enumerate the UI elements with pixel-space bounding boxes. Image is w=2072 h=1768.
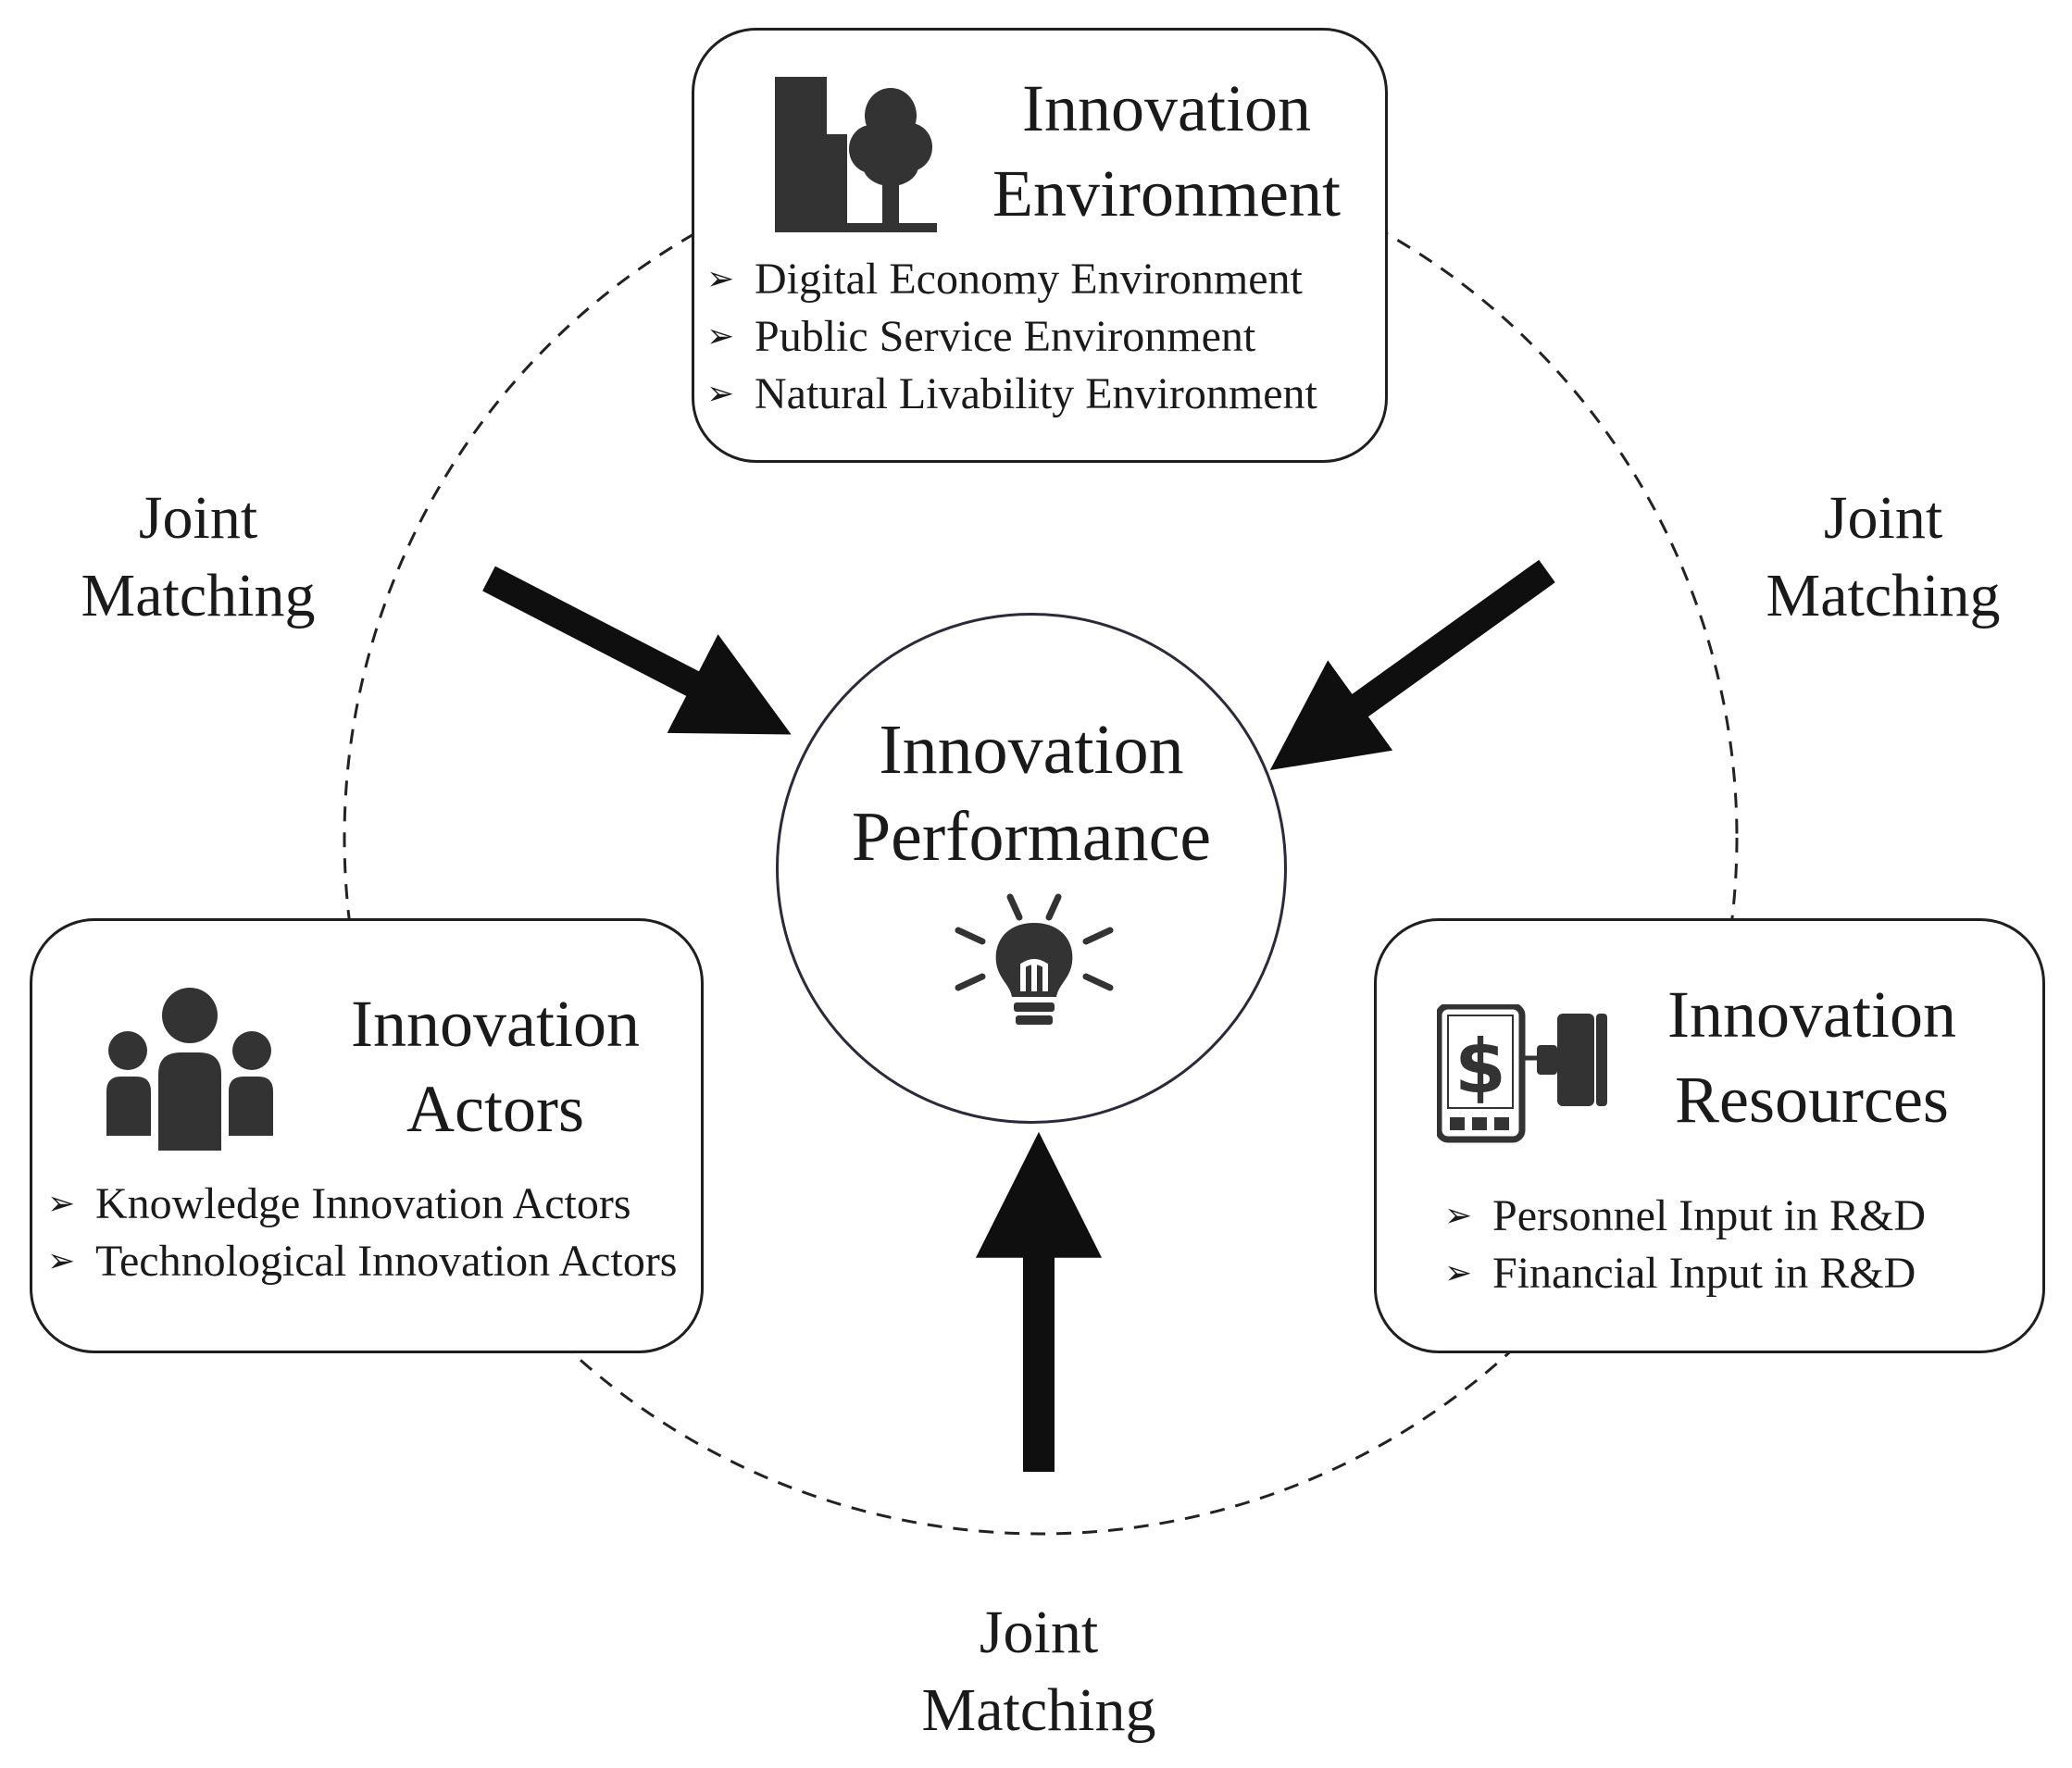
innovation-actors-list: Knowledge Innovation Actors Technologica…	[47, 1176, 695, 1290]
title-line: Innovation	[351, 987, 640, 1061]
list-item: Natural Livability Environment	[706, 366, 1317, 423]
innovation-resources-title: Innovation Resources	[1608, 972, 2016, 1142]
list-item: Financial Input in R&D	[1444, 1245, 1926, 1302]
mobile-payment-icon: $	[1437, 1004, 1607, 1143]
innovation-resources-box: $ Innovation Resources Personnel Input i…	[1374, 918, 2045, 1353]
list-item: Digital Economy Environment	[706, 251, 1317, 308]
list-item: Public Service Environment	[706, 308, 1317, 366]
innovation-resources-list: Personnel Input in R&D Financial Input i…	[1444, 1188, 1926, 1302]
title-line: Environment	[992, 156, 1341, 230]
label-line: Matching	[921, 1676, 1156, 1744]
innovation-environment-box: Innovation Environment Digital Economy E…	[692, 28, 1388, 463]
innovation-performance-title: Innovation Performance	[779, 706, 1284, 880]
label-line: Joint	[1823, 484, 1943, 552]
label-line: Matching	[81, 562, 316, 629]
svg-text:$: $	[1454, 1024, 1506, 1110]
title-line: Actors	[406, 1072, 584, 1146]
list-item: Personnel Input in R&D	[1444, 1188, 1926, 1245]
innovation-actors-title: Innovation Actors	[292, 981, 699, 1152]
innovation-performance-circle: Innovation Performance	[776, 613, 1287, 1124]
list-item: Technological Innovation Actors	[47, 1233, 695, 1290]
joint-matching-label-bottom: Joint Matching	[872, 1594, 1205, 1749]
label-line: Joint	[979, 1599, 1099, 1666]
joint-matching-label-left: Joint Matching	[31, 479, 365, 635]
innovation-environment-title: Innovation Environment	[963, 66, 1370, 236]
title-line: Performance	[851, 798, 1212, 876]
people-group-icon	[106, 988, 273, 1151]
title-line: Resources	[1675, 1063, 1949, 1137]
arrow-environment-right-to-performance	[1269, 559, 1555, 771]
innovation-actors-box: Innovation Actors Knowledge Innovation A…	[30, 918, 704, 1353]
innovation-environment-list: Digital Economy Environment Public Servi…	[706, 251, 1317, 423]
title-line: Innovation	[1667, 977, 1956, 1052]
list-item: Knowledge Innovation Actors	[47, 1176, 695, 1233]
title-line: Innovation	[1022, 71, 1311, 145]
city-tree-icon	[775, 77, 937, 232]
lightbulb-icon	[955, 893, 1114, 1025]
title-line: Innovation	[879, 711, 1184, 789]
joint-matching-label-right: Joint Matching	[1716, 479, 2050, 635]
arrow-environment-left-to-performance	[482, 566, 792, 735]
label-line: Joint	[138, 484, 258, 552]
label-line: Matching	[1766, 562, 2001, 629]
